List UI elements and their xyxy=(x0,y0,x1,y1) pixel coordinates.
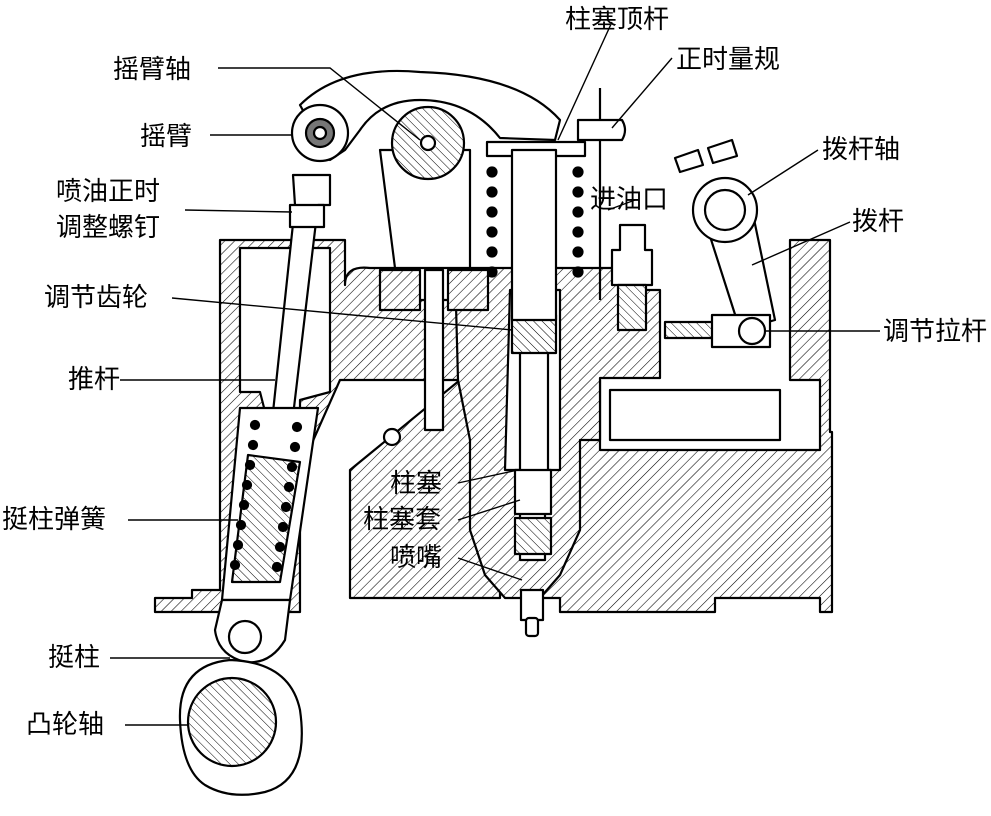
label-push-rod: 推杆 xyxy=(68,365,120,395)
label-rocker-arm: 摇臂 xyxy=(140,122,192,152)
label-timing-screw-2: 调整螺钉 xyxy=(56,213,160,243)
label-rocker-shaft: 摇臂轴 xyxy=(113,55,191,85)
plunger-spring xyxy=(486,166,584,278)
label-camshaft: 凸轮轴 xyxy=(26,710,104,740)
timing-screw-nut xyxy=(288,203,326,229)
plunger-sleeve-block xyxy=(513,468,553,516)
label-nozzle: 喷嘴 xyxy=(390,543,442,573)
nozzle-tip xyxy=(519,588,545,622)
label-timing-screw-1: 喷油正时 xyxy=(56,177,160,207)
label-tappet: 挺柱 xyxy=(48,643,100,673)
lever-bolt-1 xyxy=(673,148,705,174)
label-fuel-inlet: 进油口 xyxy=(590,185,668,215)
fuel-inlet-fitting xyxy=(610,223,654,287)
fuel-inlet-filter xyxy=(616,283,648,332)
head-bolt-hole xyxy=(382,427,402,447)
camshaft-shape xyxy=(186,676,278,768)
rocker-shaft-center xyxy=(419,134,437,152)
head-cavity-right xyxy=(608,388,782,442)
label-plunger-top-rod: 柱塞顶杆 xyxy=(565,5,669,35)
rocker-roller-pin xyxy=(312,125,328,141)
plunger-top-rod-shape xyxy=(510,148,558,322)
tappet-spring xyxy=(229,419,303,573)
label-plunger: 柱塞 xyxy=(390,469,442,499)
adjusting-rod-ball xyxy=(737,316,767,346)
label-adjust-gear: 调节齿轮 xyxy=(44,283,148,313)
label-lever: 拨杆 xyxy=(852,207,904,237)
label-timing-gauge: 正时量规 xyxy=(676,45,780,75)
plunger-sleeve-lower xyxy=(513,516,553,556)
tappet-roller xyxy=(227,619,263,655)
rocker-bracket xyxy=(378,268,490,312)
lever-shaft-bore xyxy=(703,188,747,232)
label-adjust-rod: 调节拉杆 xyxy=(883,317,987,347)
leader-lines xyxy=(110,21,880,726)
lever-bolt-2 xyxy=(706,138,739,165)
label-plunger-sleeve: 柱塞套 xyxy=(363,505,441,535)
bracket-bolt xyxy=(423,268,445,432)
nozzle-cap xyxy=(524,616,540,638)
rocker-arm-shape xyxy=(298,69,562,162)
label-lever-shaft: 拨杆轴 xyxy=(822,135,900,165)
adjusting-rod-shape xyxy=(663,320,715,340)
timing-gauge-head xyxy=(576,118,627,142)
label-tappet-spring: 挺柱弹簧 xyxy=(2,505,106,535)
